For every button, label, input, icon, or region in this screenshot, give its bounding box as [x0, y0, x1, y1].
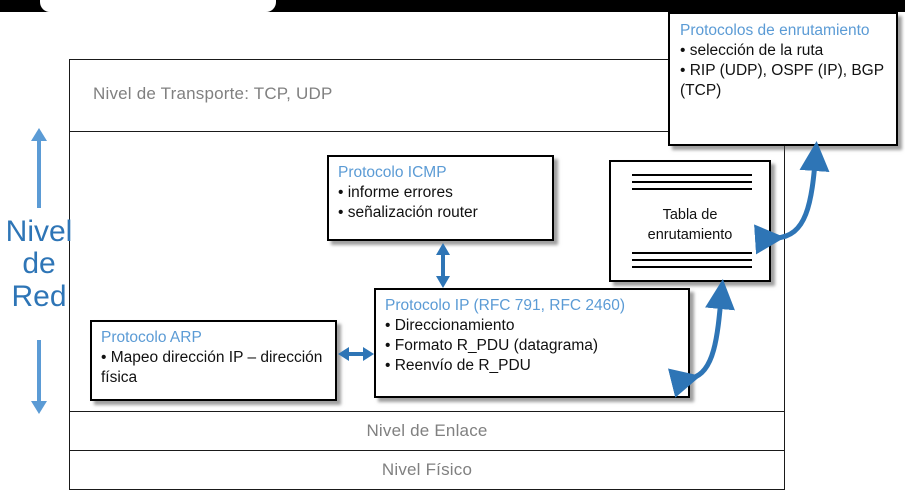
routing-table-rules-top [632, 174, 752, 190]
ip-item-1: • Formato R_PDU (datagrama) [385, 336, 599, 354]
routing-table-text: Tabla de enrutamiento [611, 206, 769, 245]
arp-title: Protocolo ARP [101, 329, 202, 346]
routing-protocols-title: Protocolos de enrutamiento [680, 22, 870, 39]
network-level-label-line3: Red [11, 279, 67, 313]
network-level-label-line2: de [22, 247, 56, 281]
layer-enlace-label: Nivel de Enlace [366, 421, 488, 440]
routing-table-rules-bottom [632, 252, 752, 268]
layer-fisico-label: Nivel Físico [381, 460, 473, 479]
network-span-shaft-lower [37, 340, 41, 402]
connector-arp-ip-arrow [338, 347, 374, 361]
ip-title: Protocolo IP (RFC 791, RFC 2460) [385, 297, 626, 314]
layer-fisico [69, 450, 785, 490]
layer-transport-label: Nivel de Transporte: TCP, UDP [93, 84, 333, 103]
connector-icmp-ip-arrow [436, 243, 450, 288]
ip-item-0: • Direccionamiento [385, 316, 515, 334]
network-span-shaft-upper [37, 140, 41, 208]
routing-table-line2: enrutamiento [647, 226, 733, 243]
icmp-item-1: • señalización router [338, 203, 478, 221]
network-level-label: Nivel de Red [0, 215, 78, 313]
arp-item-0: • Mapeo dirección IP – dirección física [101, 348, 323, 386]
callout-icmp: Protocolo ICMP • informe errores • señal… [327, 155, 554, 241]
layer-transport [69, 59, 785, 132]
routing-protocols-item-1: • RIP (UDP), OSPF (IP), BGP (TCP) [680, 61, 884, 99]
callout-arp: Protocolo ARP • Mapeo dirección IP – dir… [90, 320, 337, 401]
icmp-title: Protocolo ICMP [338, 164, 447, 181]
routing-table-line1: Tabla de [662, 207, 718, 223]
routing-protocols-item-0: • selección de la ruta [680, 41, 824, 59]
network-span-arrowhead-down [31, 401, 47, 414]
top-black-bar [0, 0, 905, 12]
network-level-label-line1: Nivel [5, 215, 73, 248]
network-span-arrowhead-up [31, 128, 47, 141]
routing-table-document: Tabla de enrutamiento [609, 160, 771, 282]
callout-ip: Protocolo IP (RFC 791, RFC 2460) • Direc… [374, 288, 690, 398]
ip-item-2: • Reenvío de R_PDU [385, 356, 531, 374]
icmp-item-0: • informe errores [338, 183, 453, 201]
top-white-tab [40, 0, 276, 12]
callout-routing-protocols: Protocolos de enrutamiento • selección d… [668, 12, 898, 146]
